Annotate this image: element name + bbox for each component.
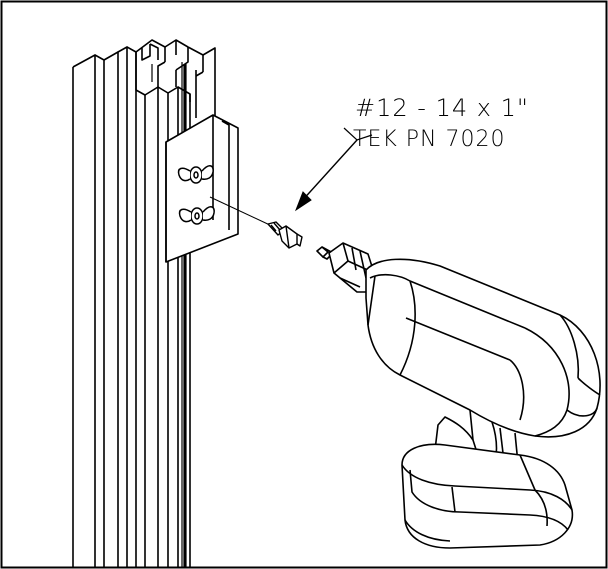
leader-arrow [299,127,373,204]
wing-nut-icon [178,206,215,225]
self-drilling-screw-icon [267,221,303,249]
part-number-label: TEK PN 7020 [353,127,506,152]
alignment-line [209,196,273,227]
vertical-post-profile [72,39,216,567]
wing-nut-icon [177,165,214,184]
mounting-bracket [165,114,239,263]
arrowhead [294,191,312,212]
cordless-drill-icon [316,242,601,549]
screw-size-label: #12 - 14 x 1" [355,94,529,122]
